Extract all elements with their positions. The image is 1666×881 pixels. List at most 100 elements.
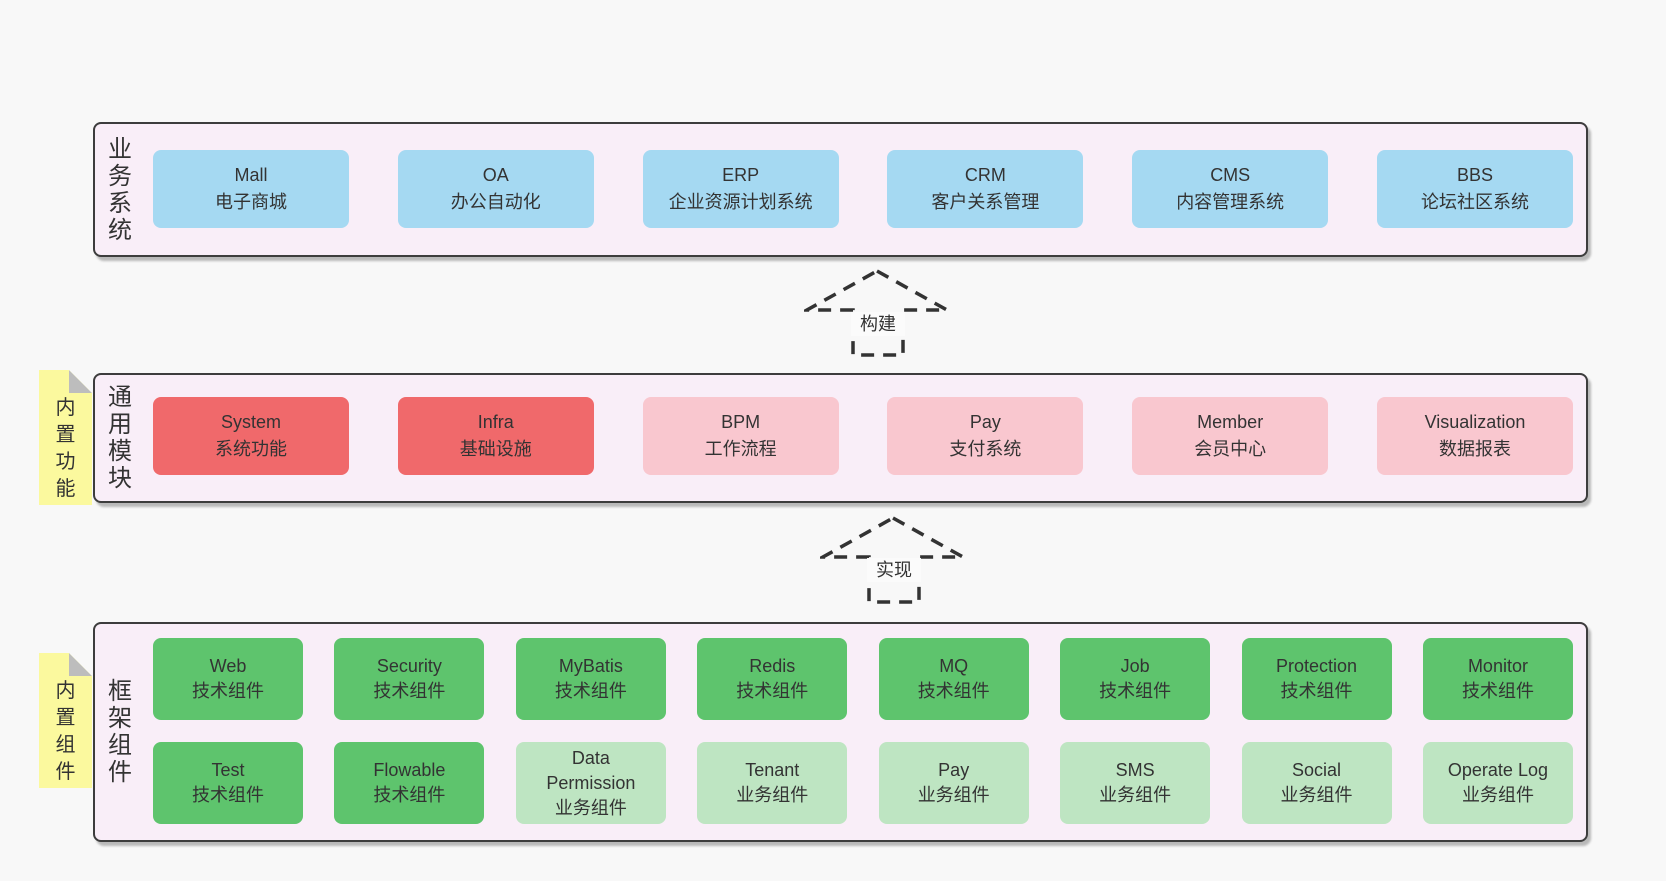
box-pay: Pay 业务组件 (878, 742, 1029, 824)
box-title: Operate Log (1447, 760, 1548, 780)
box-web: Web 技术组件 (153, 638, 303, 720)
box-crm: CRM 客户关系管理 (887, 150, 1084, 228)
box-mybatis: MyBatis 技术组件 (515, 638, 666, 720)
box-title: Flowable (373, 760, 446, 780)
box-title: Protection (1276, 656, 1358, 676)
box-title: BBS (1456, 165, 1493, 185)
box-title: Security (376, 656, 442, 676)
box-test: Test 技术组件 (153, 742, 303, 824)
box-visualization: Visualization 数据报表 (1376, 397, 1573, 475)
box-subtitle: 数据报表 (1438, 439, 1511, 459)
box-security: Security 技术组件 (334, 638, 485, 720)
box-title: BPM (721, 412, 761, 432)
box-mall: Mall 电子商城 (153, 150, 349, 228)
box-title: Monitor (1467, 656, 1528, 676)
box-subtitle: 业务组件 (1099, 785, 1172, 805)
box-title: Redis (749, 656, 796, 676)
layer-title-business-systems: 业务系统 (108, 135, 132, 244)
box-subtitle: 客户关系管理 (931, 192, 1040, 212)
box-data-permission: Data Permission 业务组件 (515, 742, 666, 824)
box-oa: OA 办公自动化 (397, 150, 594, 228)
box-sms: SMS 业务组件 (1060, 742, 1211, 824)
box-title: ERP (722, 165, 760, 185)
arrow-label-implement: 实现 (867, 558, 921, 582)
box-subtitle: 技术组件 (917, 681, 990, 701)
sticky-note-label: 内置功能 (55, 397, 76, 500)
arrow-label-build: 构建 (851, 312, 905, 336)
box-flowable: Flowable 技术组件 (334, 742, 485, 824)
box-subtitle: 工作流程 (704, 439, 777, 459)
box-subtitle: 业务组件 (554, 797, 627, 818)
box-title: SMS (1115, 760, 1155, 780)
box-title: Data Permission (546, 747, 636, 793)
box-bbs: BBS 论坛社区系统 (1376, 150, 1573, 228)
box-subtitle: 办公自动化 (450, 192, 541, 212)
box-title: Pay (969, 412, 1001, 432)
layer-business-systems: 业务系统 Mall 电子商城 OA 办公自动化 ERP 企业资源计划系统 CRM 客户关系管理… (93, 122, 1588, 257)
sticky-note-builtin-features: 内置功能 (39, 370, 92, 505)
box-social: Social 业务组件 (1241, 742, 1392, 824)
box-title: Member (1197, 412, 1264, 432)
box-title: Tenant (745, 760, 800, 780)
box-title: System (220, 412, 281, 432)
box-member: Member 会员中心 (1132, 397, 1329, 475)
layer-title-framework-components: 框架组件 (108, 678, 132, 786)
box-row-modules: System 系统功能 Infra 基础设施 BPM 工作流程 Pay 支付系统 Member 会… (153, 397, 1573, 475)
box-protection: Protection 技术组件 (1241, 638, 1392, 720)
box-subtitle: 技术组件 (1099, 681, 1172, 701)
box-subtitle: 技术组件 (736, 681, 809, 701)
box-subtitle: 电子商城 (215, 192, 287, 212)
sticky-note-label: 内置组件 (55, 680, 76, 783)
box-title: CMS (1210, 165, 1251, 185)
box-subtitle: 技术组件 (1280, 681, 1353, 701)
box-title: MyBatis (558, 656, 623, 676)
box-subtitle: 会员中心 (1194, 439, 1267, 459)
box-tenant: Tenant 业务组件 (697, 742, 848, 824)
box-pay: Pay 支付系统 (887, 397, 1084, 475)
box-infra: Infra 基础设施 (397, 397, 594, 475)
box-subtitle: 基础设施 (459, 439, 532, 459)
box-subtitle: 技术组件 (192, 681, 264, 701)
box-subtitle: 技术组件 (373, 785, 446, 805)
box-title: Pay (938, 760, 970, 780)
box-subtitle: 技术组件 (192, 785, 264, 805)
box-subtitle: 业务组件 (736, 785, 809, 805)
box-title: Infra (477, 412, 514, 432)
box-erp: ERP 企业资源计划系统 (642, 150, 839, 228)
box-subtitle: 业务组件 (1280, 785, 1353, 805)
box-subtitle: 论坛社区系统 (1420, 192, 1529, 212)
box-mq: MQ 技术组件 (878, 638, 1029, 720)
box-system: System 系统功能 (153, 397, 349, 475)
box-operate-log: Operate Log 业务组件 (1422, 742, 1573, 824)
box-subtitle: 系统功能 (215, 439, 287, 459)
layer-title-common-modules: 通用模块 (108, 384, 132, 492)
sticky-note-builtin-components: 内置组件 (39, 653, 92, 788)
box-subtitle: 技术组件 (554, 681, 627, 701)
box-subtitle: 业务组件 (1461, 785, 1534, 805)
box-monitor: Monitor 技术组件 (1422, 638, 1573, 720)
box-subtitle: 企业资源计划系统 (668, 192, 813, 212)
box-title: MQ (939, 656, 969, 676)
box-title: OA (482, 165, 509, 185)
box-title: Web (209, 656, 247, 676)
box-title: Mall (234, 165, 268, 185)
folded-corner-icon (69, 653, 92, 676)
layer-common-modules: 通用模块 System 系统功能 Infra 基础设施 BPM 工作流程 Pay 支付系统 Me… (93, 373, 1588, 503)
box-subtitle: 技术组件 (1461, 681, 1534, 701)
box-subtitle: 技术组件 (373, 681, 446, 701)
box-bpm: BPM 工作流程 (642, 397, 839, 475)
box-title: Test (211, 760, 245, 780)
box-title: Social (1292, 760, 1342, 780)
box-title: Visualization (1424, 412, 1526, 432)
box-subtitle: 业务组件 (917, 785, 990, 805)
box-title: CRM (964, 165, 1006, 185)
box-subtitle: 支付系统 (949, 439, 1022, 459)
box-redis: Redis 技术组件 (697, 638, 848, 720)
folded-corner-icon (69, 370, 92, 393)
